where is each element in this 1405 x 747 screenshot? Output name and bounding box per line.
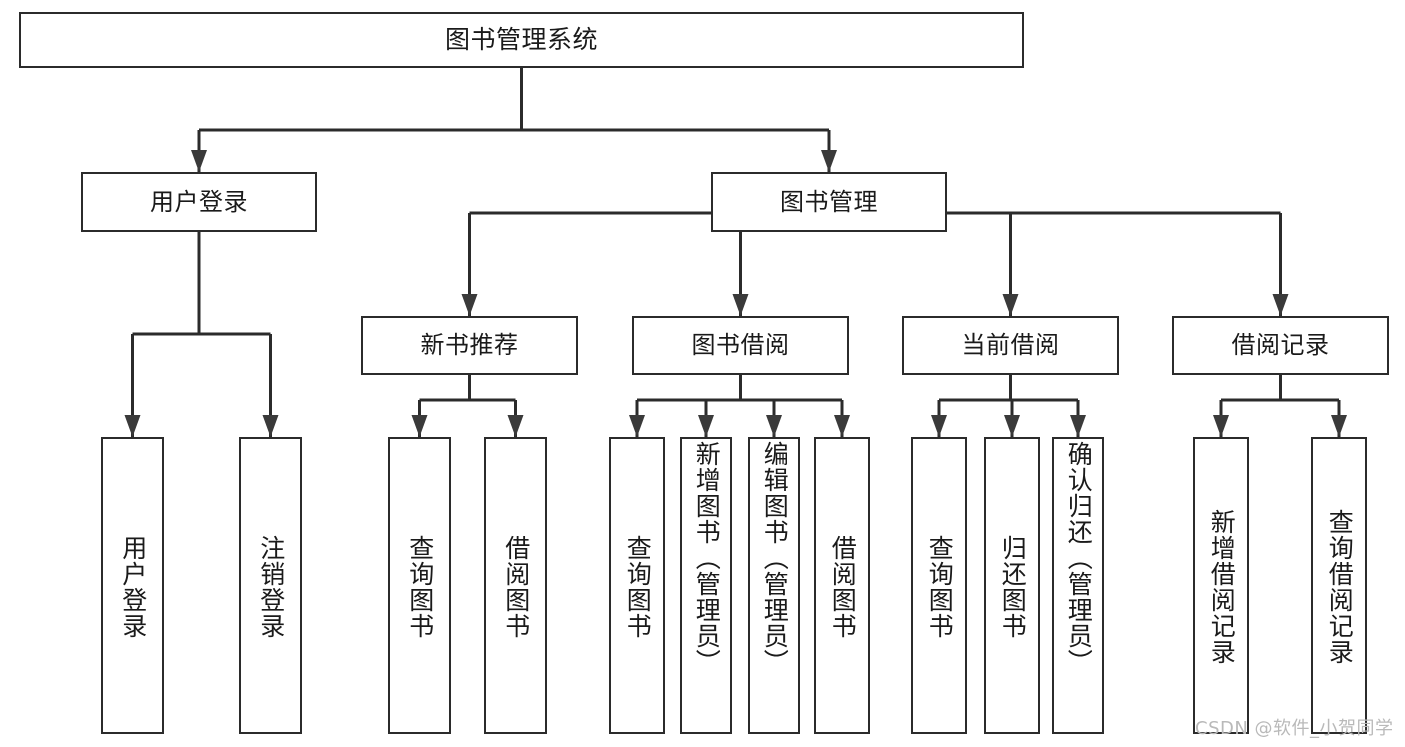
node-root[interactable]: 图书管理系统	[19, 12, 1024, 68]
node-label: 用户登录	[118, 534, 148, 639]
node-login[interactable]: 用户登录	[81, 172, 317, 232]
node-label: 编辑图书（管理员）	[760, 441, 790, 675]
node-label: 借阅图书	[828, 534, 858, 639]
node-label: 借阅图书	[501, 534, 531, 639]
node-label: 查询借阅记录	[1325, 508, 1355, 665]
node-label: 图书管理	[780, 187, 878, 216]
node-l-q3[interactable]: 查询图书	[911, 437, 967, 734]
node-label: 借阅记录	[1231, 331, 1330, 360]
node-label: 查询图书	[623, 534, 653, 639]
node-l-qrec[interactable]: 查询借阅记录	[1311, 437, 1367, 734]
watermark: CSDN @软件_小贺同学	[1195, 718, 1394, 739]
node-l-confirm[interactable]: 确认归还（管理员）	[1052, 437, 1104, 734]
node-l-add[interactable]: 新增图书（管理员）	[680, 437, 732, 734]
node-records[interactable]: 借阅记录	[1172, 316, 1389, 375]
node-label: 用户登录	[150, 187, 248, 216]
node-l-q1[interactable]: 查询图书	[388, 437, 451, 734]
node-l-b2[interactable]: 借阅图书	[814, 437, 870, 734]
node-bookmgmt[interactable]: 图书管理	[711, 172, 947, 232]
node-label: 新增借阅记录	[1207, 508, 1237, 665]
node-label: 当前借阅	[961, 331, 1060, 360]
node-l-q2[interactable]: 查询图书	[609, 437, 665, 734]
node-l-logout[interactable]: 注销登录	[239, 437, 302, 734]
node-label: 注销登录	[256, 534, 286, 639]
node-l-userlogin[interactable]: 用户登录	[101, 437, 164, 734]
node-l-addrec[interactable]: 新增借阅记录	[1193, 437, 1249, 734]
node-label: 查询图书	[925, 534, 955, 639]
node-label: 图书借阅	[691, 331, 790, 360]
node-l-return[interactable]: 归还图书	[984, 437, 1040, 734]
node-label: 图书管理系统	[444, 25, 598, 54]
node-label: 归还图书	[998, 534, 1028, 639]
node-label: 新书推荐	[420, 331, 519, 360]
node-borrow[interactable]: 图书借阅	[632, 316, 849, 375]
node-current[interactable]: 当前借阅	[902, 316, 1119, 375]
node-label: 查询图书	[405, 534, 435, 639]
node-l-edit[interactable]: 编辑图书（管理员）	[748, 437, 800, 734]
node-label: 确认归还（管理员）	[1064, 441, 1094, 675]
node-label: 新增图书（管理员）	[692, 441, 722, 675]
node-newrec[interactable]: 新书推荐	[361, 316, 578, 375]
node-l-b1[interactable]: 借阅图书	[484, 437, 547, 734]
